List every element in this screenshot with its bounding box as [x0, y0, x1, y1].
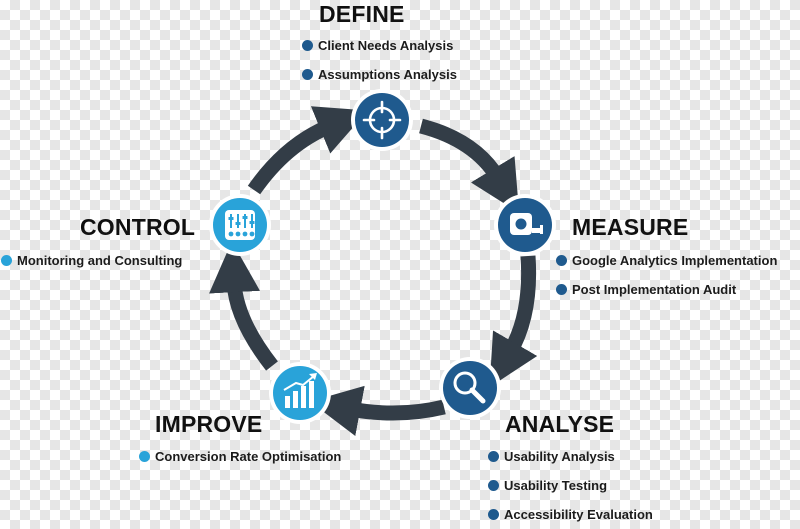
bullet-dot — [139, 451, 150, 462]
improve-title: IMPROVE — [155, 411, 263, 437]
arrow-analyse-to-improve — [309, 385, 446, 436]
improve-list: Conversion Rate Optimisation — [139, 442, 341, 471]
magnifier-icon — [453, 371, 486, 404]
measure-list: Google Analytics Implementation Post Imp… — [556, 246, 777, 304]
list-item: Conversion Rate Optimisation — [139, 442, 341, 471]
rising-bar-chart-icon — [283, 373, 317, 408]
list-item: Usability Testing — [488, 471, 653, 500]
arrow-improve-to-control — [209, 241, 278, 371]
list-item: Google Analytics Implementation — [556, 246, 777, 275]
define-title: DEFINE — [319, 1, 405, 27]
list-item: Usability Analysis — [488, 442, 653, 471]
bullet-dot — [302, 69, 313, 80]
tape-measure-icon — [510, 213, 543, 235]
bullet-dot — [1, 255, 12, 266]
control-title: CONTROL — [80, 214, 196, 240]
list-item: Monitoring and Consulting — [1, 246, 182, 275]
list-item: Client Needs Analysis — [302, 31, 457, 60]
analyse-title: ANALYSE — [505, 411, 615, 437]
arrow-control-to-define — [247, 106, 368, 195]
bullet-dot — [556, 284, 567, 295]
bullet-dot — [488, 509, 499, 520]
improve-node — [269, 362, 331, 424]
arrow-measure-to-analyse — [489, 255, 538, 388]
bullet-dot — [556, 255, 567, 266]
control-node — [209, 194, 271, 256]
bullet-dot — [302, 40, 313, 51]
define-node — [351, 89, 413, 151]
list-item: Post Implementation Audit — [556, 275, 777, 304]
analyse-list: Usability Analysis Usability Testing Acc… — [488, 442, 653, 529]
measure-title: MEASURE — [572, 214, 689, 240]
control-sliders-icon — [225, 210, 255, 240]
list-item: Accessibility Evaluation — [488, 500, 653, 529]
list-item: Assumptions Analysis — [302, 60, 457, 89]
bullet-dot — [488, 480, 499, 491]
define-list: Client Needs Analysis Assumptions Analys… — [302, 31, 457, 89]
crosshair-icon — [362, 100, 402, 140]
control-list: Monitoring and Consulting — [1, 246, 182, 275]
bullet-dot — [488, 451, 499, 462]
analyse-node — [439, 357, 501, 419]
arrow-define-to-measure — [419, 118, 520, 213]
measure-node — [494, 194, 556, 256]
